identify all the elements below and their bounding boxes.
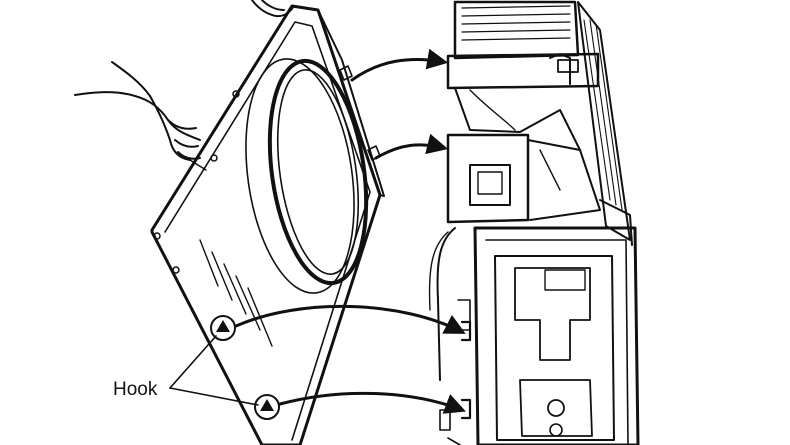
ring-gasket: [245, 58, 369, 294]
front-panel: [150, 4, 385, 445]
curved-arrow-icon: [234, 304, 466, 334]
unit-chassis: [428, 0, 640, 445]
hook-label: Hook: [113, 379, 158, 400]
curved-arrow-icon: [374, 133, 449, 160]
hook-icon: [210, 315, 236, 341]
curved-arrow-icon: [350, 48, 449, 82]
hook-callout: Hook: [113, 335, 259, 406]
curved-arrow-icon: [278, 391, 466, 414]
hook-icon: [254, 394, 280, 420]
hand-icon: [74, 61, 201, 161]
